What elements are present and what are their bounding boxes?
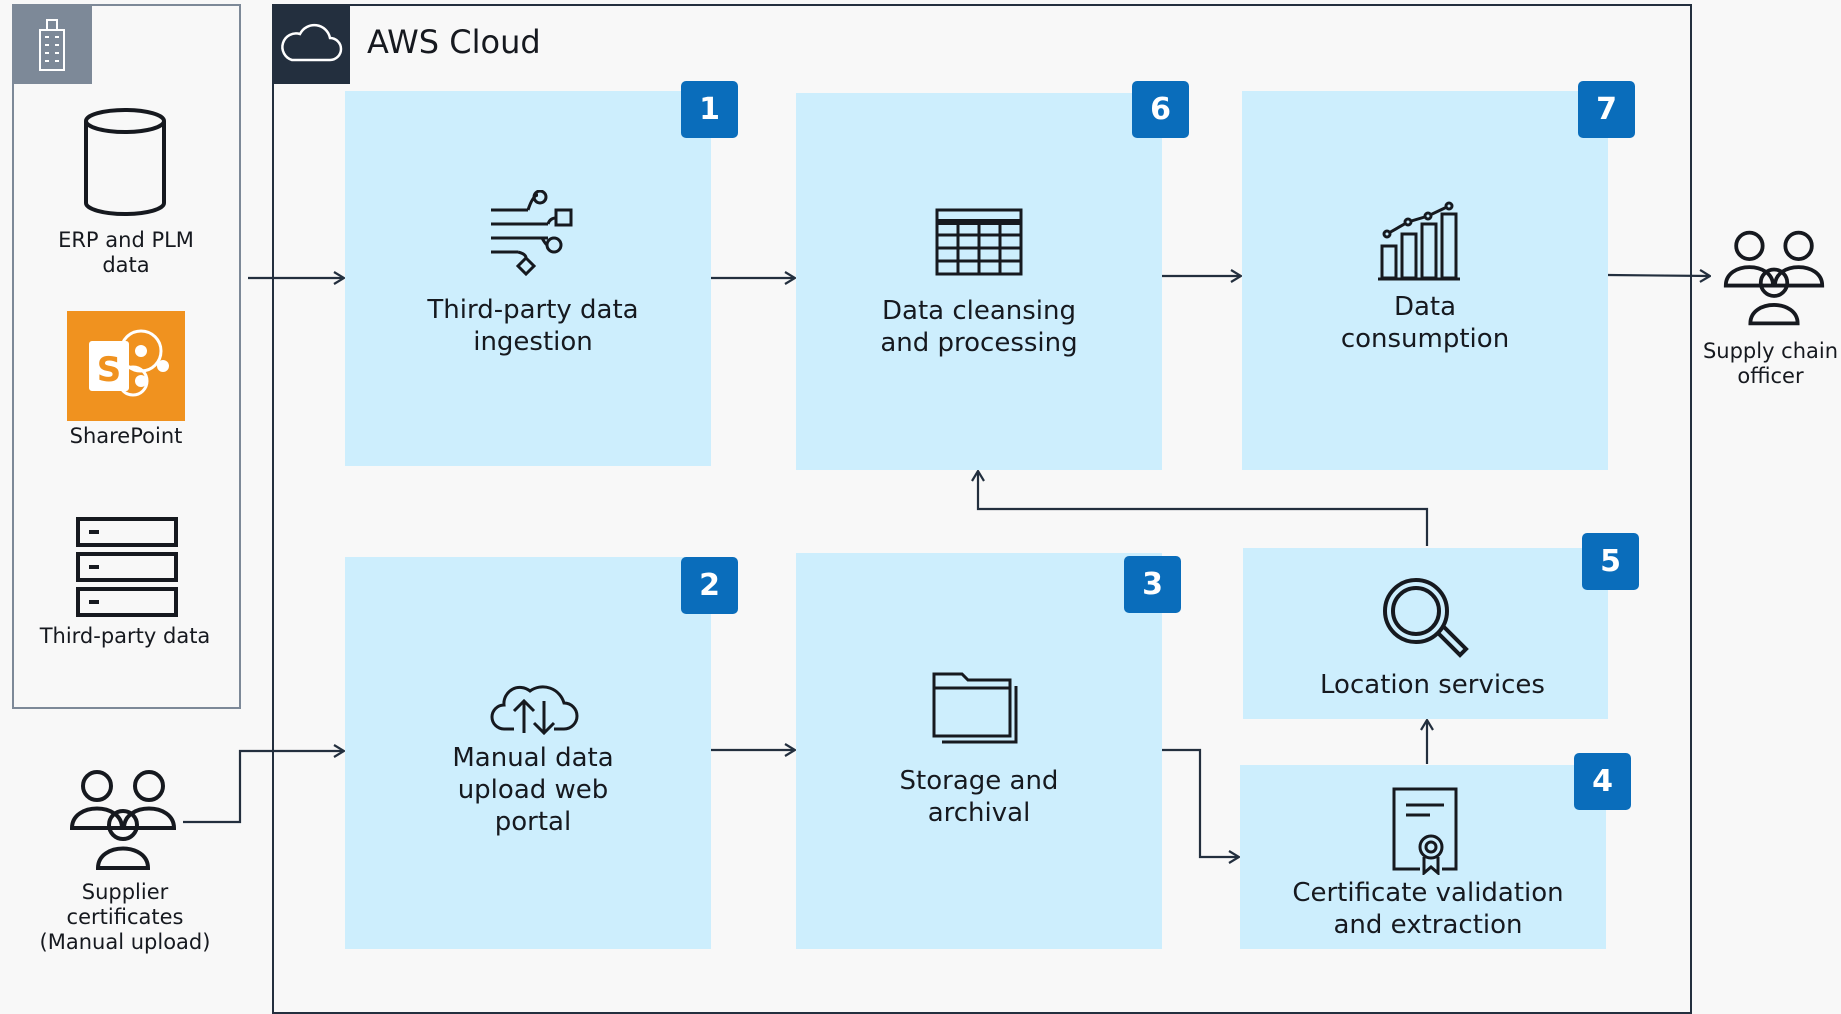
users-icon xyxy=(1722,226,1826,334)
server-icon xyxy=(75,516,179,622)
folder-icon xyxy=(932,670,1022,754)
source-systems-group xyxy=(12,4,241,709)
step-label-location: Location services xyxy=(1320,670,1545,700)
sharepoint-icon: S xyxy=(67,311,185,421)
magnifier-icon xyxy=(1380,575,1470,669)
table-icon xyxy=(935,208,1023,280)
step-label-certificate: Certificate validation and extraction xyxy=(1292,878,1564,940)
step-label-consumption: Data consumption xyxy=(1340,292,1510,354)
cloud-upload-icon xyxy=(490,673,580,739)
bar-chart-icon xyxy=(1376,200,1462,286)
svg-text:S: S xyxy=(97,350,122,390)
step-label-cleansing: Data cleansing and processing xyxy=(880,296,1078,358)
step-badge: 2 xyxy=(681,557,738,614)
step-box-storage xyxy=(796,553,1162,949)
corporate-data-center-icon xyxy=(12,4,92,84)
supplier-label: Supplier certificates (Manual upload) xyxy=(39,880,211,954)
database-icon xyxy=(80,106,170,222)
source-label-third-party: Third-party data xyxy=(39,624,211,648)
step-badge: 7 xyxy=(1578,81,1635,138)
cloud-title: AWS Cloud xyxy=(367,23,541,61)
source-label-erp: ERP and PLM data xyxy=(58,228,194,277)
step-badge: 1 xyxy=(681,81,738,138)
step-label-ingestion: Third-party data ingestion xyxy=(427,295,639,357)
step-box-cleansing xyxy=(796,93,1162,470)
step-box-upload-portal xyxy=(345,557,711,949)
step-box-ingestion xyxy=(345,91,711,466)
data-stream-icon xyxy=(488,189,578,284)
source-label-sharepoint: SharePoint xyxy=(69,424,183,448)
step-label-storage: Storage and archival xyxy=(899,766,1059,828)
step-badge: 4 xyxy=(1574,753,1631,810)
officer-label: Supply chain officer xyxy=(1702,339,1839,388)
step-label-upload-portal: Manual data upload web portal xyxy=(452,743,614,837)
step-badge: 6 xyxy=(1132,81,1189,138)
step-badge: 5 xyxy=(1582,533,1639,590)
certificate-icon xyxy=(1390,785,1460,879)
users-icon xyxy=(68,768,178,876)
step-badge: 3 xyxy=(1124,556,1181,613)
cloud-icon xyxy=(272,4,350,84)
